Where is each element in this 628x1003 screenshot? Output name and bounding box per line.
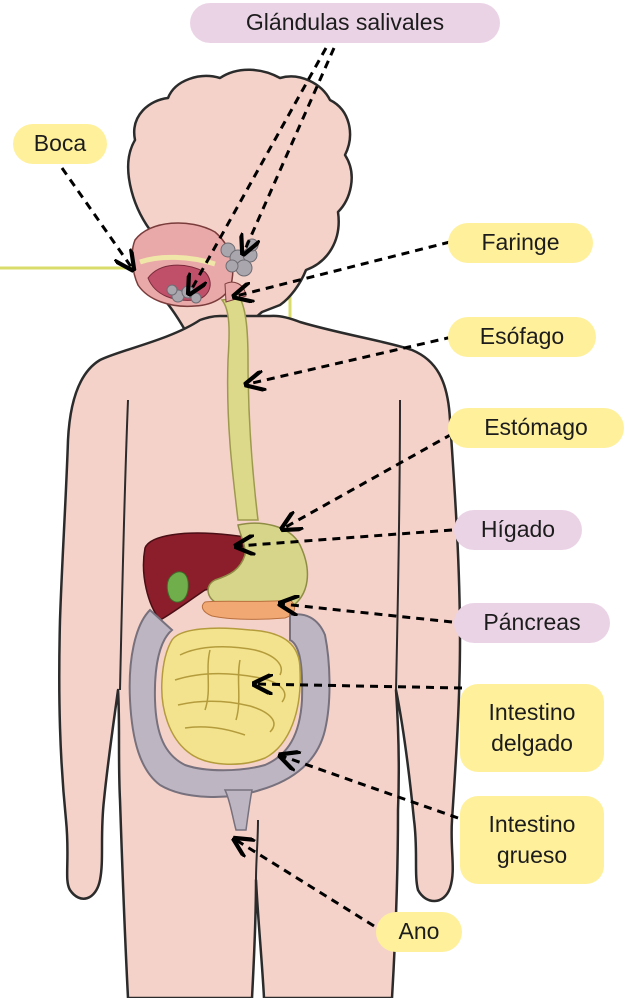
label-boca: Boca (13, 124, 107, 164)
label-intestino-grueso-line2: grueso (497, 840, 567, 871)
arrow-ano (236, 840, 374, 926)
label-intestino-delgado-line1: Intestino (489, 697, 576, 728)
label-ano: Ano (376, 912, 462, 952)
arrow-pancreas (282, 604, 452, 622)
arrow-faringe (236, 242, 450, 296)
arrow-glandulas-2 (190, 48, 326, 292)
label-pancreas: Páncreas (454, 603, 610, 643)
arrow-estomago (284, 434, 452, 528)
label-intestino-grueso-line1: Intestino (489, 809, 576, 840)
label-intestino-delgado: Intestino delgado (460, 684, 604, 772)
label-glandulas-salivales: Glándulas salivales (190, 3, 500, 43)
arrow-intestino-grueso (282, 756, 458, 818)
arrow-higado (238, 530, 452, 546)
label-intestino-delgado-line2: delgado (491, 728, 573, 759)
arrow-esofago (248, 337, 452, 384)
label-intestino-grueso: Intestino grueso (460, 796, 604, 884)
arrow-intestino-delgado (256, 684, 462, 688)
arrow-boca (62, 168, 132, 268)
label-estomago: Estómago (448, 408, 624, 448)
label-faringe: Faringe (448, 223, 593, 263)
arrow-glandulas-1 (244, 48, 334, 252)
label-esofago: Esófago (448, 317, 596, 357)
label-higado: Hígado (454, 510, 582, 550)
